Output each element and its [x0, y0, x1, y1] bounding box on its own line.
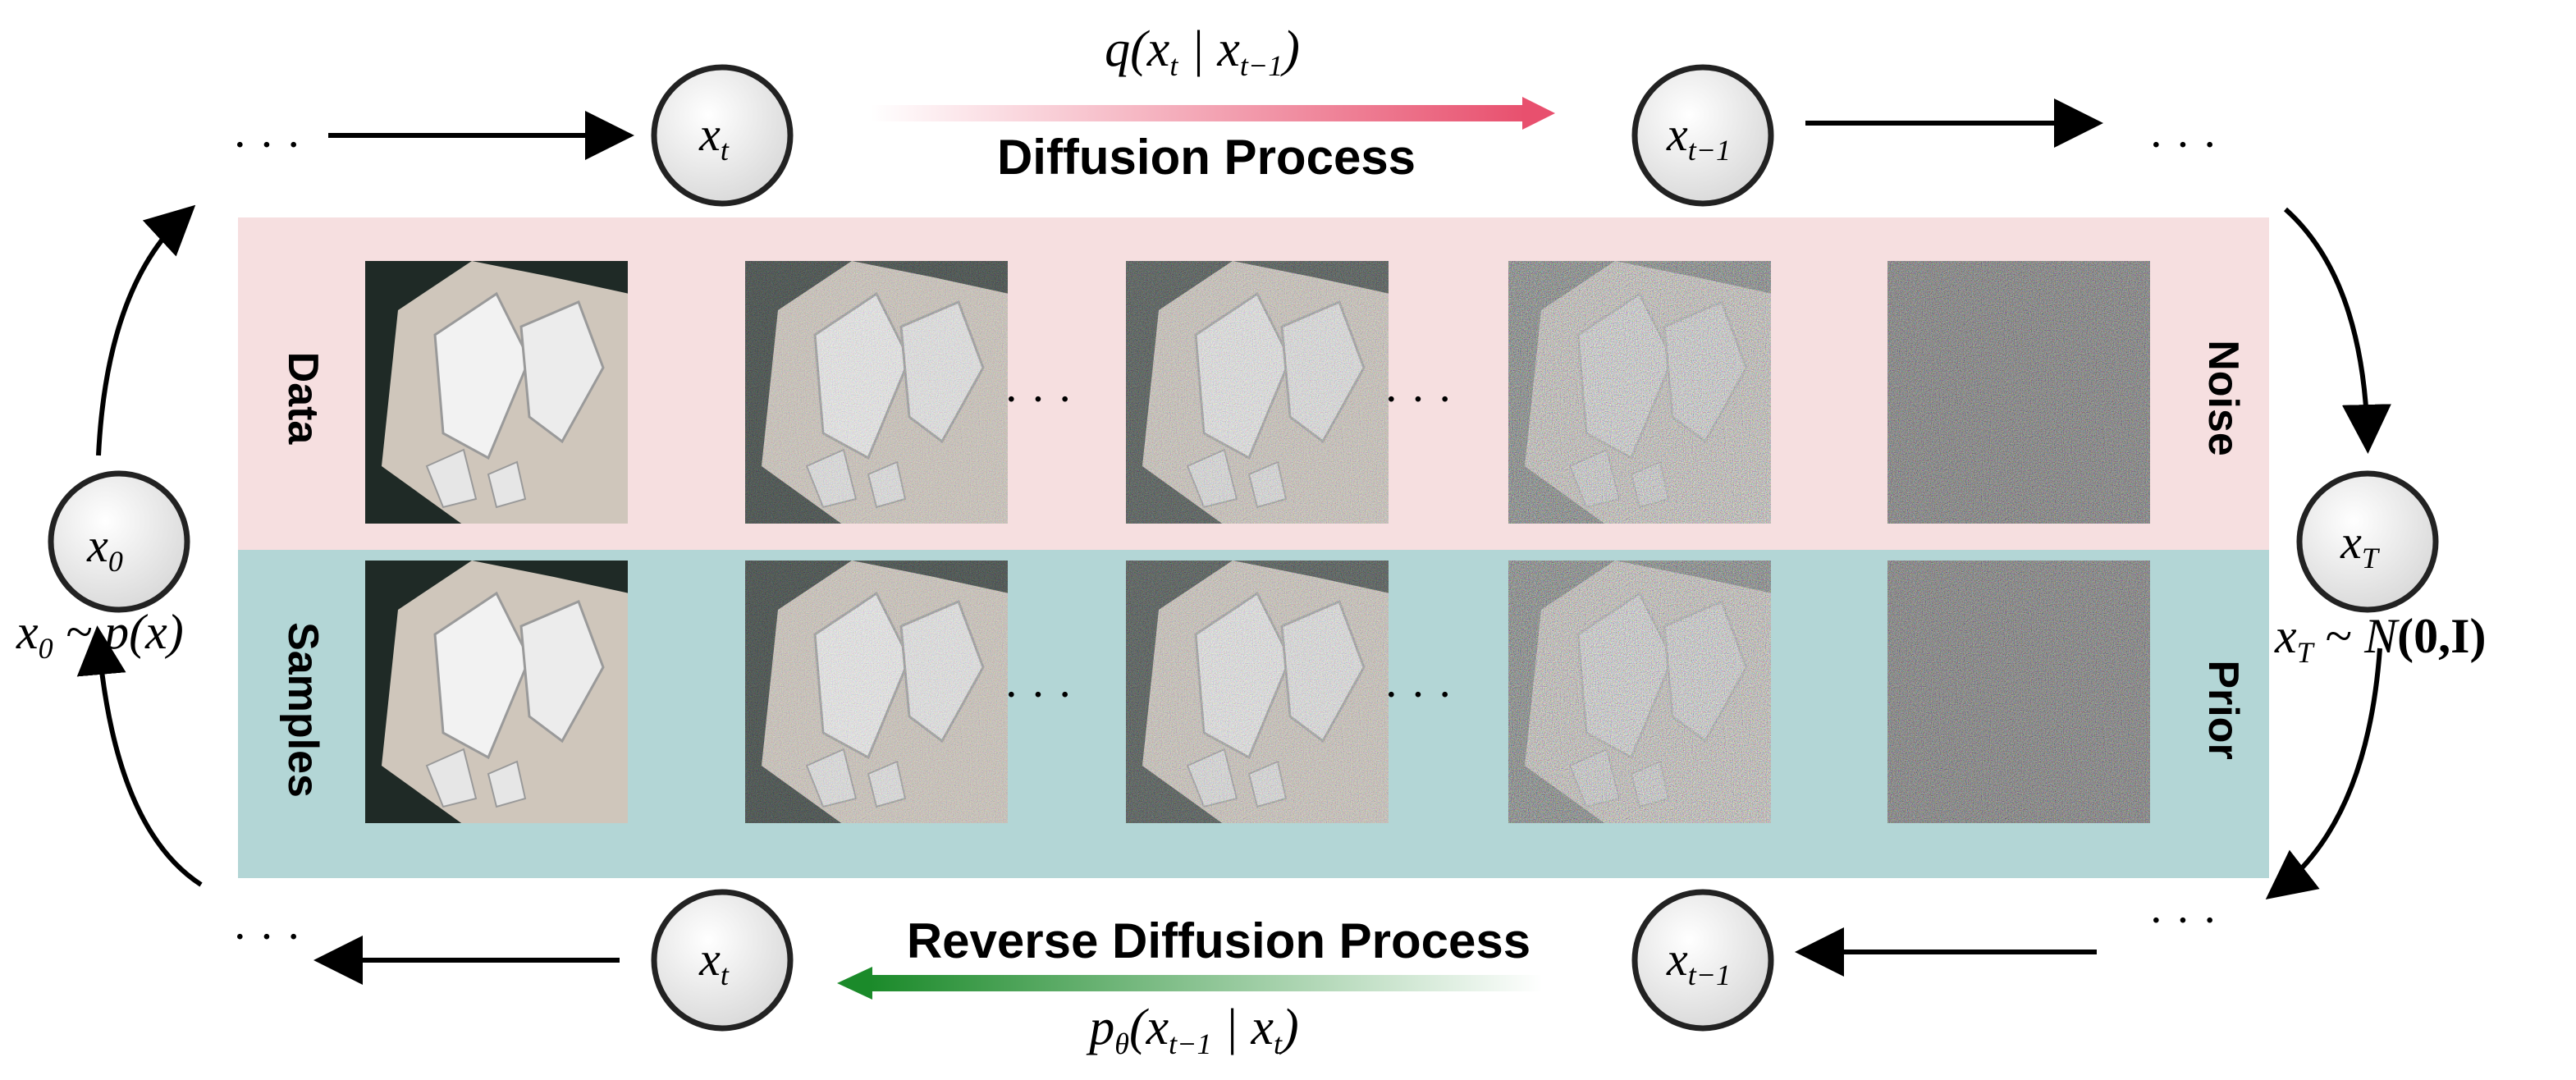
data-distribution-label: x0 ~ p(x) — [16, 605, 184, 665]
row-label-prior: Prior — [2199, 660, 2247, 759]
image-tile-samples-3 — [1126, 561, 1389, 823]
forward-title: Diffusion Process — [997, 130, 1416, 185]
image-tile-samples-2 — [745, 561, 1008, 823]
ellipsis-samples-2: · · · — [1384, 670, 1453, 721]
prior-distribution-label: xT ~ N(0,I) — [2274, 609, 2486, 669]
ellipsis-data-2: · · · — [1384, 374, 1453, 425]
node-xt1-bottom: xt−1 — [1631, 889, 1774, 1032]
arrow-curve-bottom-left — [76, 625, 203, 887]
arrow-curve-top-left — [96, 204, 196, 456]
svg-text:x0: x0 — [86, 519, 123, 578]
image-tile-samples-5 — [1887, 561, 2150, 823]
image-tile-samples-1 — [365, 561, 628, 823]
image-tile-data-4 — [1508, 261, 1771, 524]
ellipsis-top-left: · · · — [232, 120, 301, 171]
node-xt1-top: xt−1 — [1631, 64, 1774, 207]
arrow-curve-top-right — [2283, 207, 2391, 454]
image-tile-data-1 — [365, 261, 628, 524]
ellipsis-data-1: · · · — [1004, 374, 1073, 425]
forward-formula: q(xt | xt−1) — [1105, 21, 1300, 82]
image-tile-samples-4 — [1508, 561, 1771, 823]
forward-process-arrow — [870, 97, 1555, 130]
reverse-title: Reverse Diffusion Process — [907, 913, 1531, 968]
ellipsis-top-right: · · · — [2148, 120, 2217, 171]
node-x0: x0 — [48, 470, 190, 613]
node-xt-bottom: xt — [651, 889, 794, 1032]
image-tiles — [365, 261, 2150, 823]
node-xt-top: xt — [651, 64, 794, 207]
image-tile-data-5 — [1887, 261, 2150, 524]
ellipsis-bottom-left: · · · — [232, 912, 301, 963]
image-tile-data-3 — [1126, 261, 1389, 524]
svg-text:xT: xT — [2340, 515, 2381, 574]
node-xT: xT — [2296, 470, 2439, 613]
ellipsis-samples-1: · · · — [1004, 670, 1073, 721]
row-label-noise: Noise — [2199, 340, 2247, 456]
ellipsis-bottom-right: · · · — [2148, 895, 2217, 946]
row-label-samples: Samples — [279, 622, 327, 798]
reverse-process-arrow — [837, 967, 1543, 1000]
row-label-data: Data — [279, 352, 327, 446]
reverse-formula: pθ(xt−1 | xt) — [1086, 1000, 1298, 1060]
svg-text:xt: xt — [698, 932, 730, 991]
arrow-curve-bottom-right — [2265, 648, 2382, 900]
image-tile-data-2 — [745, 261, 1008, 524]
